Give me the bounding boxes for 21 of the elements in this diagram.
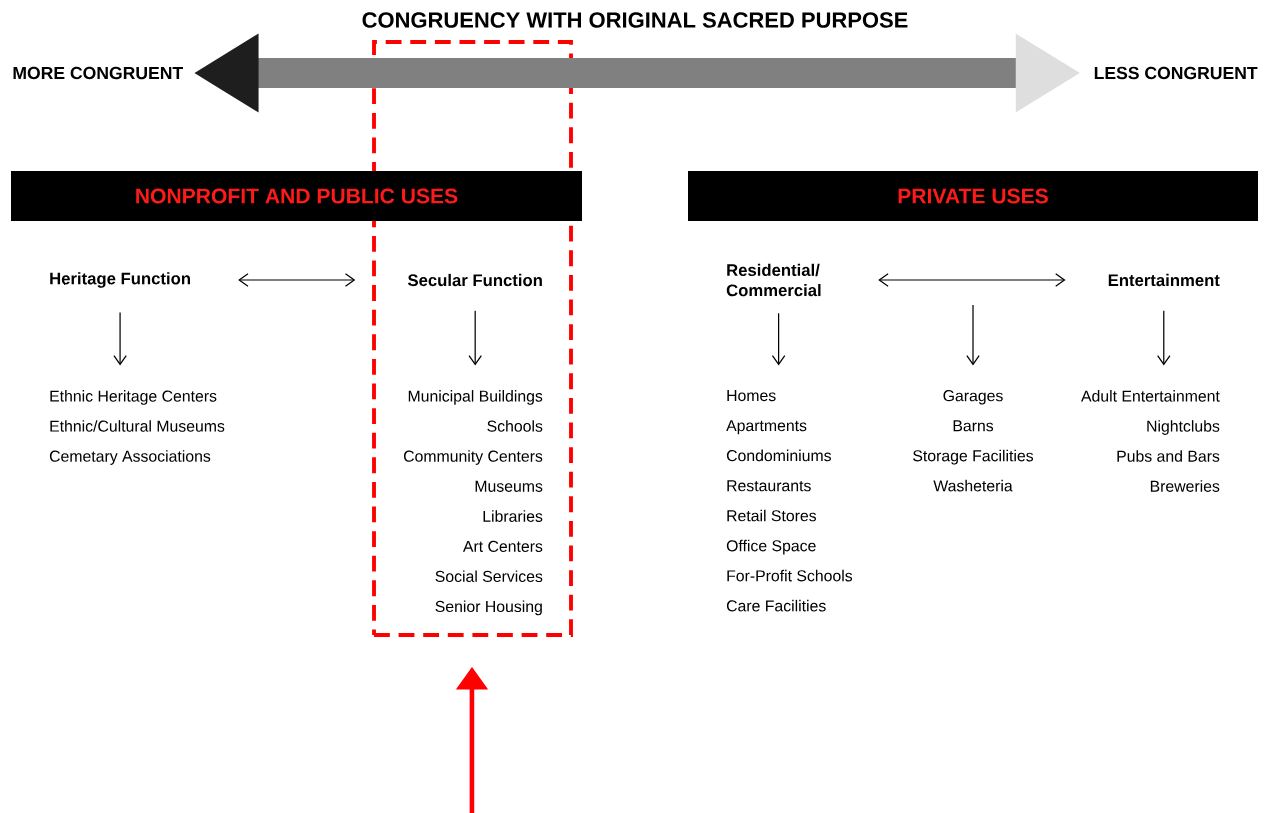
category-band: PRIVATE USES xyxy=(688,171,1258,221)
use-list: Homes Apartments Condominiums Restaurants Retail Stores Office Space For-Profit Schools Care Facilities xyxy=(726,390,853,612)
down-arrow xyxy=(468,310,482,366)
down-arrow xyxy=(771,312,786,366)
function-heading: Residential/ Commercial xyxy=(726,263,821,297)
use-list: Adult Entertainment Nightclubs Pubs and Bars Breweries xyxy=(1081,390,1220,492)
use-list: Municipal Buildings Schools Community Centers Museums Libraries Art Centers Social Services Senior Housing xyxy=(403,390,543,616)
double-arrow xyxy=(238,273,356,287)
down-arrow xyxy=(1157,310,1171,366)
function-heading: Entertainment xyxy=(1108,273,1220,287)
scale-label: LESS CONGRUENT xyxy=(1094,66,1258,80)
title: CONGRUENCY WITH ORIGINAL SACRED PURPOSE xyxy=(362,12,908,28)
use-list: Garages Barns Storage Facilities Washeteria xyxy=(913,390,1034,492)
category-band: NONPROFIT AND PUBLIC USES xyxy=(11,171,582,221)
down-arrow xyxy=(113,311,127,366)
double-arrow xyxy=(878,273,1066,287)
function-heading: Secular Function xyxy=(407,273,542,287)
function-heading: Heritage Function xyxy=(50,272,190,288)
use-list: Ethnic Heritage Centers Ethnic/Cultural Museums Cemetary Associations xyxy=(49,390,225,465)
down-arrow xyxy=(966,304,980,366)
scale-label: MORE CONGRUENT xyxy=(13,66,183,80)
